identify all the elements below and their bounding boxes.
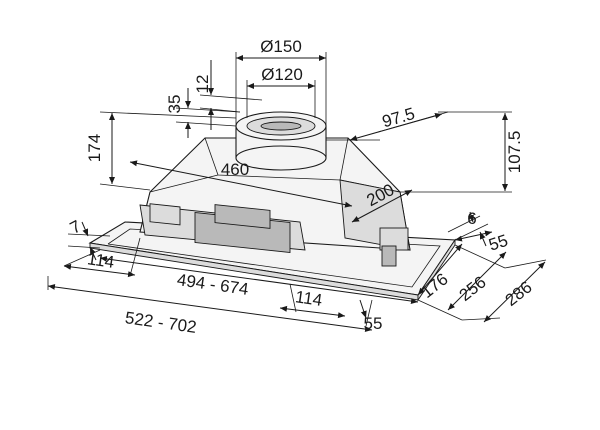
dim-494-674: 494 - 674: [176, 270, 250, 299]
dim-line-286: [483, 261, 546, 323]
dim-line-522-702: [47, 283, 373, 333]
dim-114-left: 114: [86, 249, 115, 272]
dim-460: 460: [221, 160, 249, 179]
dim-line-97-5: [349, 113, 443, 141]
dim-114-right: 114: [294, 287, 323, 310]
dim-d120: Ø120: [261, 65, 303, 84]
dim-7: 7: [67, 217, 84, 238]
dim-522-702: 522 - 702: [124, 308, 198, 337]
right-clip: [381, 245, 397, 267]
dim-line-256: [447, 251, 507, 311]
collar-bottom-rim: [235, 145, 327, 171]
dim-286: 286: [502, 277, 536, 309]
dim-line-460: [129, 160, 353, 208]
dim-97-5: 97.5: [380, 104, 417, 131]
dim-55-right: 55: [486, 231, 510, 255]
dim-107-5: 107.5: [505, 131, 524, 174]
dim-256: 256: [456, 272, 490, 304]
dim-12: 12: [193, 75, 212, 94]
dim-35: 35: [165, 95, 184, 114]
dim-line-114-right: [279, 305, 346, 319]
dim-55-bottom: 55: [364, 314, 383, 333]
dim-174: 174: [85, 134, 104, 162]
dim-d150: Ø150: [260, 37, 302, 56]
dim-6: 6: [467, 209, 476, 228]
left-bracket: [149, 203, 181, 226]
outlet-collar: [235, 111, 327, 171]
dim-line-55-right: [454, 230, 493, 242]
dim-line-200: [351, 189, 413, 223]
damper-flap: [260, 121, 302, 131]
hood-body: [88, 111, 456, 302]
